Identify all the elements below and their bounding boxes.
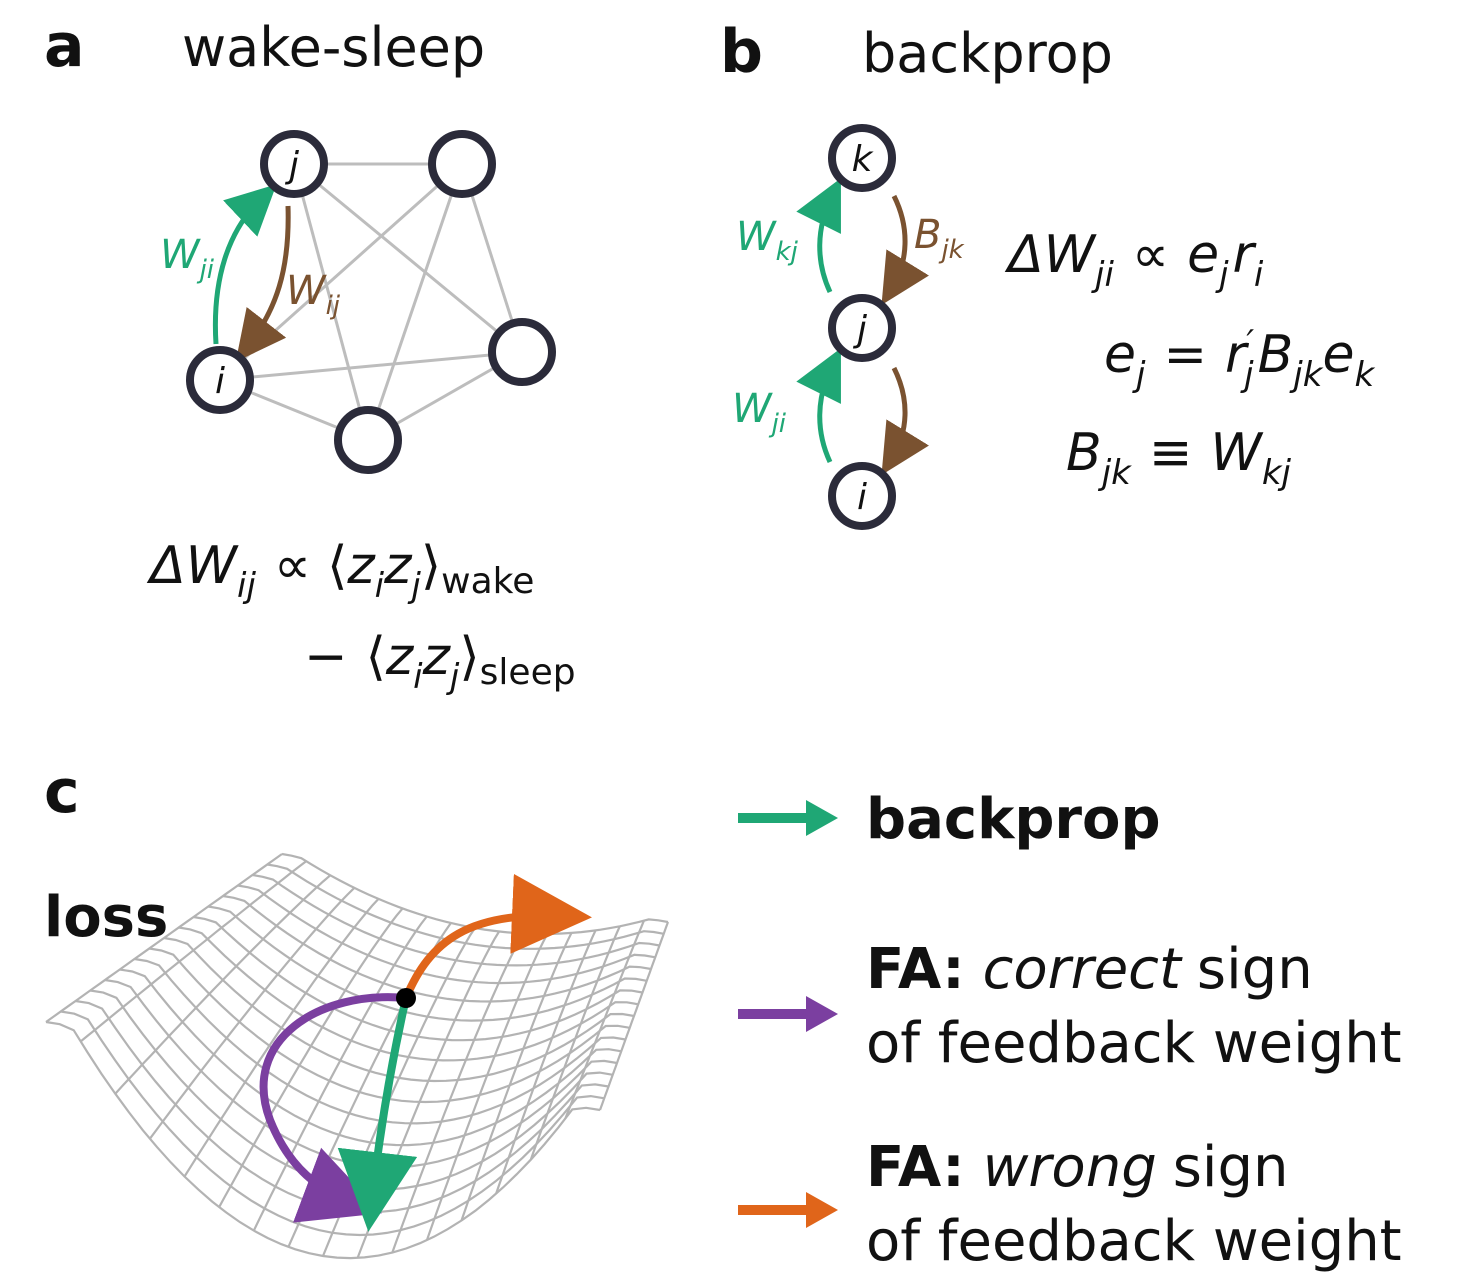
loss-label: loss [44, 885, 168, 950]
node [428, 130, 496, 198]
panel-a-title: wake-sleep [182, 16, 485, 79]
edge [366, 163, 464, 441]
node-i-label: i [857, 477, 867, 518]
mesh-line [114, 874, 332, 1095]
panel-b-letter: b [720, 17, 763, 87]
node-i [186, 346, 254, 414]
panel-b: b backprop Wkj Bjk Wji k j i ΔWji∝ejri e… [720, 17, 1375, 530]
legend-label-line2: of feedback weight [866, 1011, 1402, 1076]
mesh-line [183, 898, 380, 1178]
backprop-equation-3: Bjk≡Wkj [1066, 423, 1292, 493]
backprop-equation-1: ΔWji∝ejri [1004, 225, 1264, 295]
mesh-line [598, 921, 670, 1111]
label-w-kj: Wkj [736, 214, 799, 267]
panel-a: a wake-sleep Wji Wij j i ΔWij∝⟨zizj⟩wak [44, 11, 576, 697]
mesh-line [564, 920, 645, 1119]
node-i-label: i [215, 361, 225, 402]
arrow-w-ij [235, 205, 291, 362]
mesh-line [149, 887, 356, 1140]
legend-item-backprop: backprop [738, 787, 1161, 852]
wake-sleep-equation-line2: −⟨zizj⟩sleep [304, 627, 576, 697]
panel-b-title: backprop [862, 22, 1113, 85]
start-point [396, 988, 416, 1008]
edge [293, 162, 523, 354]
node-i [828, 462, 896, 530]
mesh-line [252, 873, 660, 967]
arrow-icon [806, 800, 838, 836]
label-w-ji-b: Wji [732, 386, 787, 439]
path-fa-correct-sign [259, 993, 407, 1223]
backprop-equation-2: ej=r′jBjkek [1104, 323, 1375, 395]
node-k [828, 124, 896, 192]
arrow-w-ji [796, 348, 841, 464]
node [334, 406, 402, 474]
mesh-line [218, 907, 404, 1208]
network-nodes: j i [186, 130, 556, 474]
wake-sleep-equation-line1: ΔWij∝⟨zizj⟩wake [146, 536, 534, 606]
label-w-ji: Wji [160, 232, 215, 285]
arrow-w-kj [796, 178, 841, 294]
panel-c-letter: c [44, 757, 80, 827]
arrow-feedback-ij [881, 366, 930, 476]
label-w-ij: Wij [286, 268, 341, 321]
label-b-jk: Bjk [914, 212, 965, 265]
node [488, 318, 556, 386]
arrow-icon [806, 1192, 838, 1228]
mesh-line [79, 860, 307, 1043]
arrow-w-ji [212, 184, 277, 345]
arrow-icon [806, 996, 838, 1032]
path-backprop [337, 997, 418, 1232]
network-edges [219, 162, 524, 442]
mesh-line [60, 1010, 605, 1237]
node-j [828, 294, 896, 362]
mesh-line [252, 915, 428, 1232]
mesh-line [529, 925, 621, 1161]
mesh-line [45, 853, 283, 1023]
mesh-line [495, 929, 597, 1195]
edge [292, 163, 370, 441]
path-fa-wrong-sign [402, 873, 592, 1000]
panel-a-letter: a [44, 11, 85, 81]
mesh-line [460, 932, 573, 1221]
edge [219, 350, 523, 382]
node-k-label: k [852, 139, 875, 180]
legend-label-line2: of feedback weight [866, 1209, 1402, 1274]
arrow-b-jk [881, 194, 930, 306]
mesh-line [425, 933, 549, 1241]
legend-label: backprop [866, 787, 1161, 852]
node-j [260, 130, 328, 198]
